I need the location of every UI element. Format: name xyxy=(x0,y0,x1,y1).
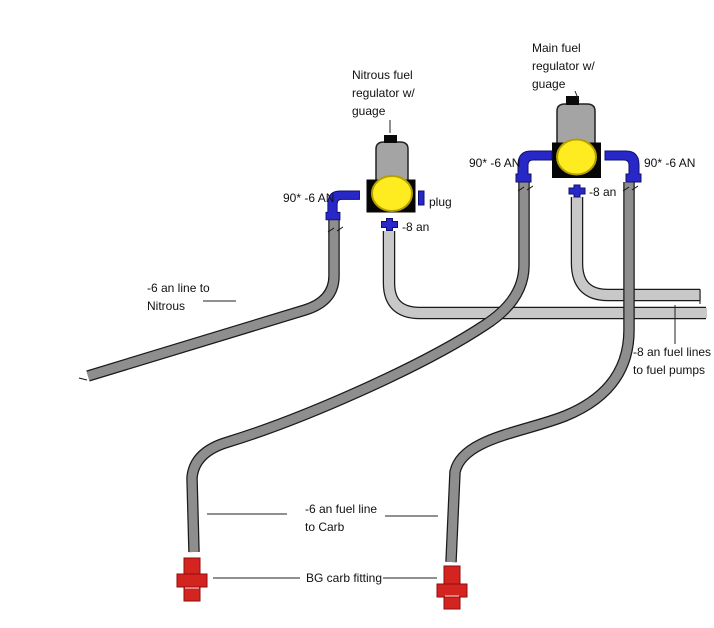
nitrous-regulator-label: Nitrous fuel regulator w/ guage xyxy=(352,68,415,118)
carb-fitting-label: BG carb fitting xyxy=(306,571,383,585)
plug-label: plug xyxy=(429,195,452,209)
nitrous-regulator-icon xyxy=(366,135,416,213)
label-pointer-lines xyxy=(203,90,676,579)
carb-line-label: -6 an fuel line to Carb xyxy=(305,502,378,534)
union-8an-nitrous-icon xyxy=(381,218,398,231)
main-8an-pump-line xyxy=(570,197,701,302)
union-8an-main-icon xyxy=(568,184,586,198)
nitrous-line-end-tick xyxy=(78,377,88,381)
nitrous-line-label: -6 an line to Nitrous xyxy=(147,281,210,313)
nitrous-8an-pump-line xyxy=(382,231,707,320)
elbow-90-main-right-icon xyxy=(604,150,642,183)
main-regulator-icon xyxy=(552,96,601,178)
main-regulator-label: Main fuel regulator w/ guage xyxy=(532,41,595,91)
bg-carb-fitting-right-icon xyxy=(436,565,468,610)
elbow-90-nitrous-icon xyxy=(325,190,360,221)
elbow-main-right-label: 90* -6 AN xyxy=(644,156,696,170)
plug-fitting-icon xyxy=(418,190,425,206)
elbow-main-left-label: 90* -6 AN xyxy=(469,156,521,170)
flare-nut-ticks xyxy=(327,185,639,233)
bg-carb-fitting-left-icon xyxy=(176,557,208,602)
nitrous-6an-line xyxy=(86,218,340,382)
an8-nitrous-label: -8 an xyxy=(402,220,430,234)
carb-line-right xyxy=(445,182,635,563)
nitrous-gauge-icon xyxy=(371,175,413,212)
an8-main-label: -8 an xyxy=(589,185,617,199)
main-gauge-icon xyxy=(556,138,597,176)
pump-lines-label: -8 an fuel lines to fuel pumps xyxy=(633,345,712,377)
elbow-90-main-left-icon xyxy=(515,150,553,183)
elbow-nitrous-label: 90* -6 AN xyxy=(283,191,335,205)
carb-line-left xyxy=(186,182,530,553)
